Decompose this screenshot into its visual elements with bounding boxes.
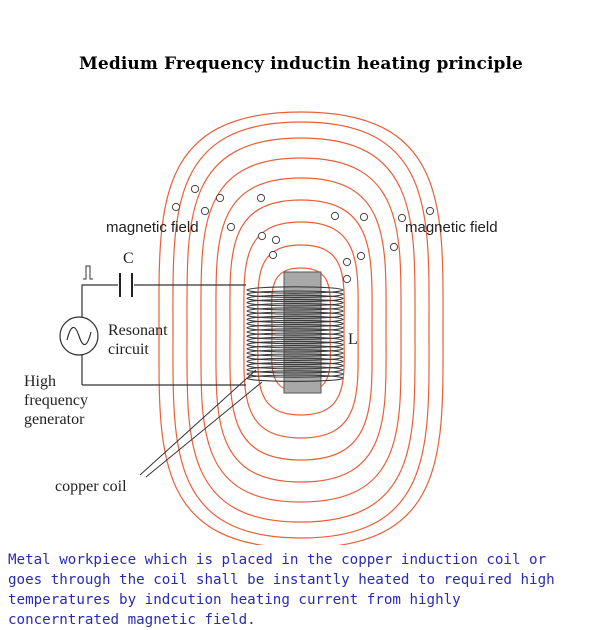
coil-turn: [246, 290, 344, 298]
coil-turn: [246, 345, 344, 353]
caption-line: temperatures by indcution heating curren…: [8, 592, 461, 608]
field-line: [186, 137, 302, 523]
field-dot: [359, 212, 369, 222]
ac-source-icon: [59, 316, 99, 356]
caption-line: concerntrated magnetic field.: [8, 612, 256, 628]
coil-turn: [246, 328, 344, 336]
coil-turn: [246, 307, 344, 315]
magnetic-field-dots: [171, 184, 435, 284]
field-dot: [425, 206, 435, 216]
field-dot: [342, 257, 352, 267]
coil-turn: [246, 303, 344, 311]
coil-turn: [246, 319, 344, 328]
copper-coil-windings: [246, 286, 344, 382]
field-dot: [257, 231, 267, 241]
field-line: [300, 177, 387, 483]
capacitor-symbol: [119, 273, 133, 297]
coil-turn: [246, 294, 344, 303]
coil-turn: [246, 332, 344, 340]
field-dot: [171, 202, 181, 212]
field-dot: [271, 235, 281, 245]
magnetic-field-label-left: magnetic field: [106, 219, 199, 236]
coil-turn: [246, 357, 344, 366]
coil-turn: [246, 366, 344, 374]
copper-coil-pointers: [139, 369, 263, 478]
coil-turn: [246, 361, 344, 370]
field-line: [271, 267, 302, 393]
coil-turn: [246, 349, 344, 357]
field-dot: [268, 250, 278, 260]
coil-turn: [246, 286, 344, 294]
description-caption: Metal workpiece which is placed in the c…: [8, 550, 598, 630]
field-line: [300, 157, 402, 503]
coil-turn: [246, 324, 344, 332]
field-line: [200, 157, 302, 503]
field-dot: [330, 211, 340, 221]
coil-turn: [246, 298, 344, 307]
resonant-circuit-label-1: Resonant: [108, 322, 168, 339]
field-line: [300, 221, 359, 439]
coil-turn: [246, 336, 344, 345]
generator-label-1: High: [24, 373, 56, 390]
field-dot: [342, 274, 352, 284]
field-dot: [226, 222, 236, 232]
field-line: [215, 177, 302, 483]
field-dot: [190, 184, 200, 194]
field-dot: [215, 193, 225, 203]
field-line: [229, 199, 302, 461]
field-line: [172, 121, 302, 539]
inductor-label: L: [348, 331, 358, 348]
coil-turn: [246, 340, 344, 349]
coil-turn: [246, 311, 344, 319]
field-line: [300, 244, 345, 416]
coil-turn: [246, 353, 344, 361]
coil-turn: [246, 370, 344, 378]
generator-label-2: frequency: [24, 392, 88, 409]
field-dot: [256, 193, 266, 203]
coil-turn: [246, 315, 344, 324]
field-line: [300, 137, 416, 523]
field-line: [158, 111, 302, 545]
caption-line: goes through the coil shall be instantly…: [8, 572, 555, 588]
field-line: [300, 121, 430, 539]
page-title: Medium Frequency inductin heating princi…: [79, 54, 523, 74]
induction-diagram: magnetic field magnetic field C L Resona…: [24, 111, 498, 545]
field-line: [300, 199, 373, 461]
copper-coil-label: copper coil: [55, 478, 127, 495]
resonant-circuit-label-2: circuit: [108, 341, 149, 358]
field-dot: [397, 213, 407, 223]
field-line: [300, 111, 444, 545]
generator-label-3: generator: [24, 411, 85, 428]
capacitor-label: C: [123, 250, 134, 267]
field-dot: [200, 206, 210, 216]
field-dot: [356, 251, 366, 261]
magnetic-field-label-right: magnetic field: [405, 219, 498, 236]
field-dot: [389, 242, 399, 252]
caption-line: Metal workpiece which is placed in the c…: [8, 552, 547, 568]
